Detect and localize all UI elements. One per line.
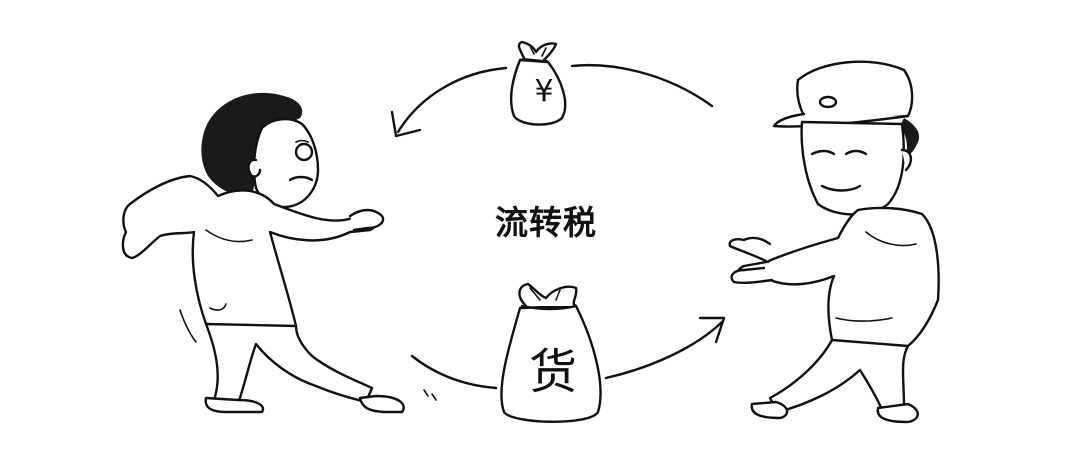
- tax-officer-character: [728, 60, 940, 424]
- merchant-character: [121, 92, 437, 414]
- bottom-arrow: [410, 316, 726, 390]
- center-title: 流转税: [495, 203, 597, 242]
- top-arrow: [390, 63, 714, 138]
- money-bag-glyph: ¥: [534, 74, 554, 109]
- goods-bag-icon: [500, 282, 602, 423]
- money-bag-icon: [509, 40, 567, 126]
- goods-bag-glyph: 货: [528, 344, 577, 400]
